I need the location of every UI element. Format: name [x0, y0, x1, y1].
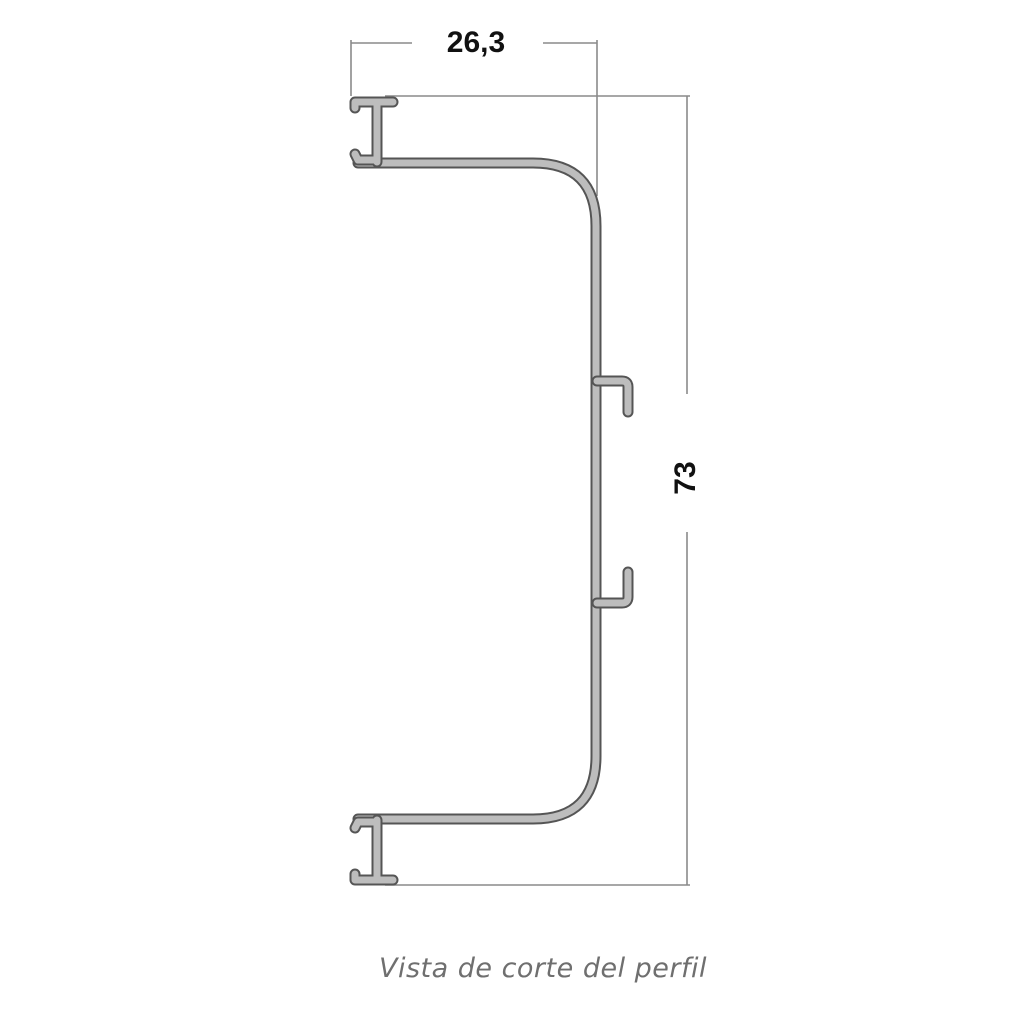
profile-shape — [349, 96, 634, 886]
profile-lower-hook-outline — [591, 566, 634, 609]
width-label: 26,3 — [447, 26, 505, 59]
profile-main-body-fill — [354, 159, 600, 823]
caption-text: Vista de corte del perfil — [379, 953, 707, 984]
profile-bottom-end-fill — [351, 816, 397, 884]
profile-lower-hook-fill — [593, 568, 632, 607]
height-dimension: 73 — [385, 95, 702, 886]
profile-upper-hook-fill — [593, 377, 632, 416]
profile-upper-hook-outline — [591, 375, 634, 418]
height-label: 73 — [669, 461, 702, 494]
width-dimension: 26,3 — [350, 26, 598, 196]
profile-top-end-fill — [351, 98, 397, 166]
profile-main-body-outline — [352, 157, 602, 825]
